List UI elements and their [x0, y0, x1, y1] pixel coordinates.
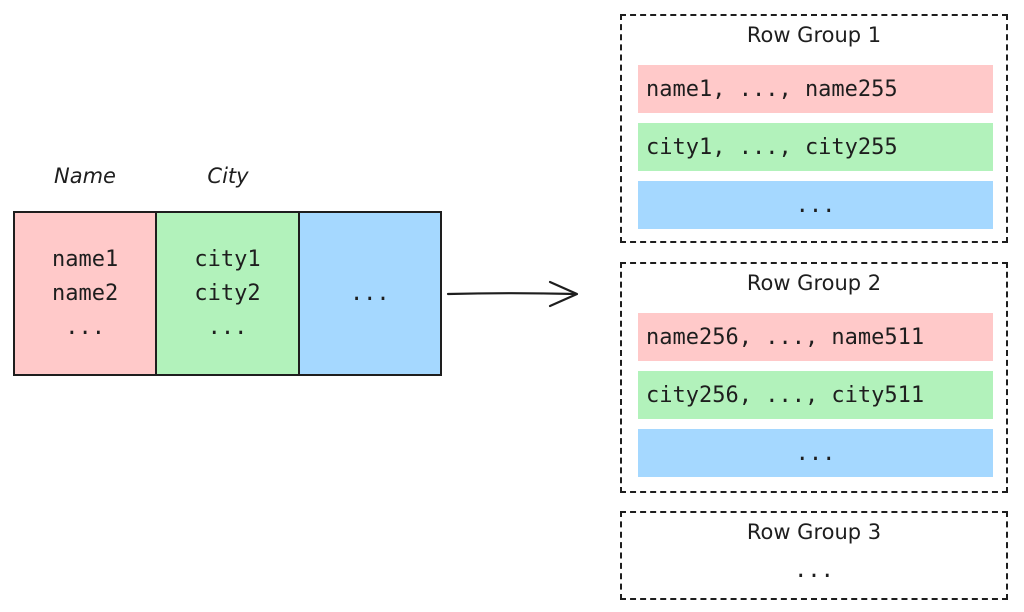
row-group-3: Row Group 3 ...: [620, 511, 1008, 600]
cell-ellipsis: ...: [349, 280, 390, 306]
cell: name2: [52, 280, 119, 306]
name-chunk: name256, ..., name511: [638, 313, 993, 361]
cell: city1: [194, 246, 261, 272]
row-group-1: Row Group 1 name1, ..., name255 city1, .…: [620, 14, 1008, 243]
column-header-city: City: [207, 164, 249, 188]
source-table: name1 name2 ... city1 city2 ... ...: [13, 211, 442, 376]
city-column: city1 city2 ...: [157, 213, 300, 374]
column-header-name: Name: [54, 164, 116, 188]
city-chunk: city1, ..., city255: [638, 123, 993, 171]
cell-ellipsis: ...: [207, 314, 248, 340]
name-chunk: name1, ..., name255: [638, 65, 993, 113]
row-group-title: Row Group 1: [746, 23, 882, 47]
other-column: ...: [299, 213, 440, 374]
row-group-ellipsis: ...: [794, 558, 834, 583]
name-column: name1 name2 ...: [15, 213, 158, 374]
row-group-2: Row Group 2 name256, ..., name511 city25…: [620, 262, 1008, 493]
cell-ellipsis: ...: [65, 314, 106, 340]
row-group-title: Row Group 3: [746, 520, 882, 544]
other-chunk: ...: [638, 429, 993, 477]
other-chunk: ...: [638, 181, 993, 229]
city-chunk: city256, ..., city511: [638, 371, 993, 419]
cell: name1: [52, 246, 119, 272]
cell: city2: [194, 280, 261, 306]
row-group-title: Row Group 2: [746, 271, 882, 295]
arrow-right-icon: [446, 280, 579, 308]
